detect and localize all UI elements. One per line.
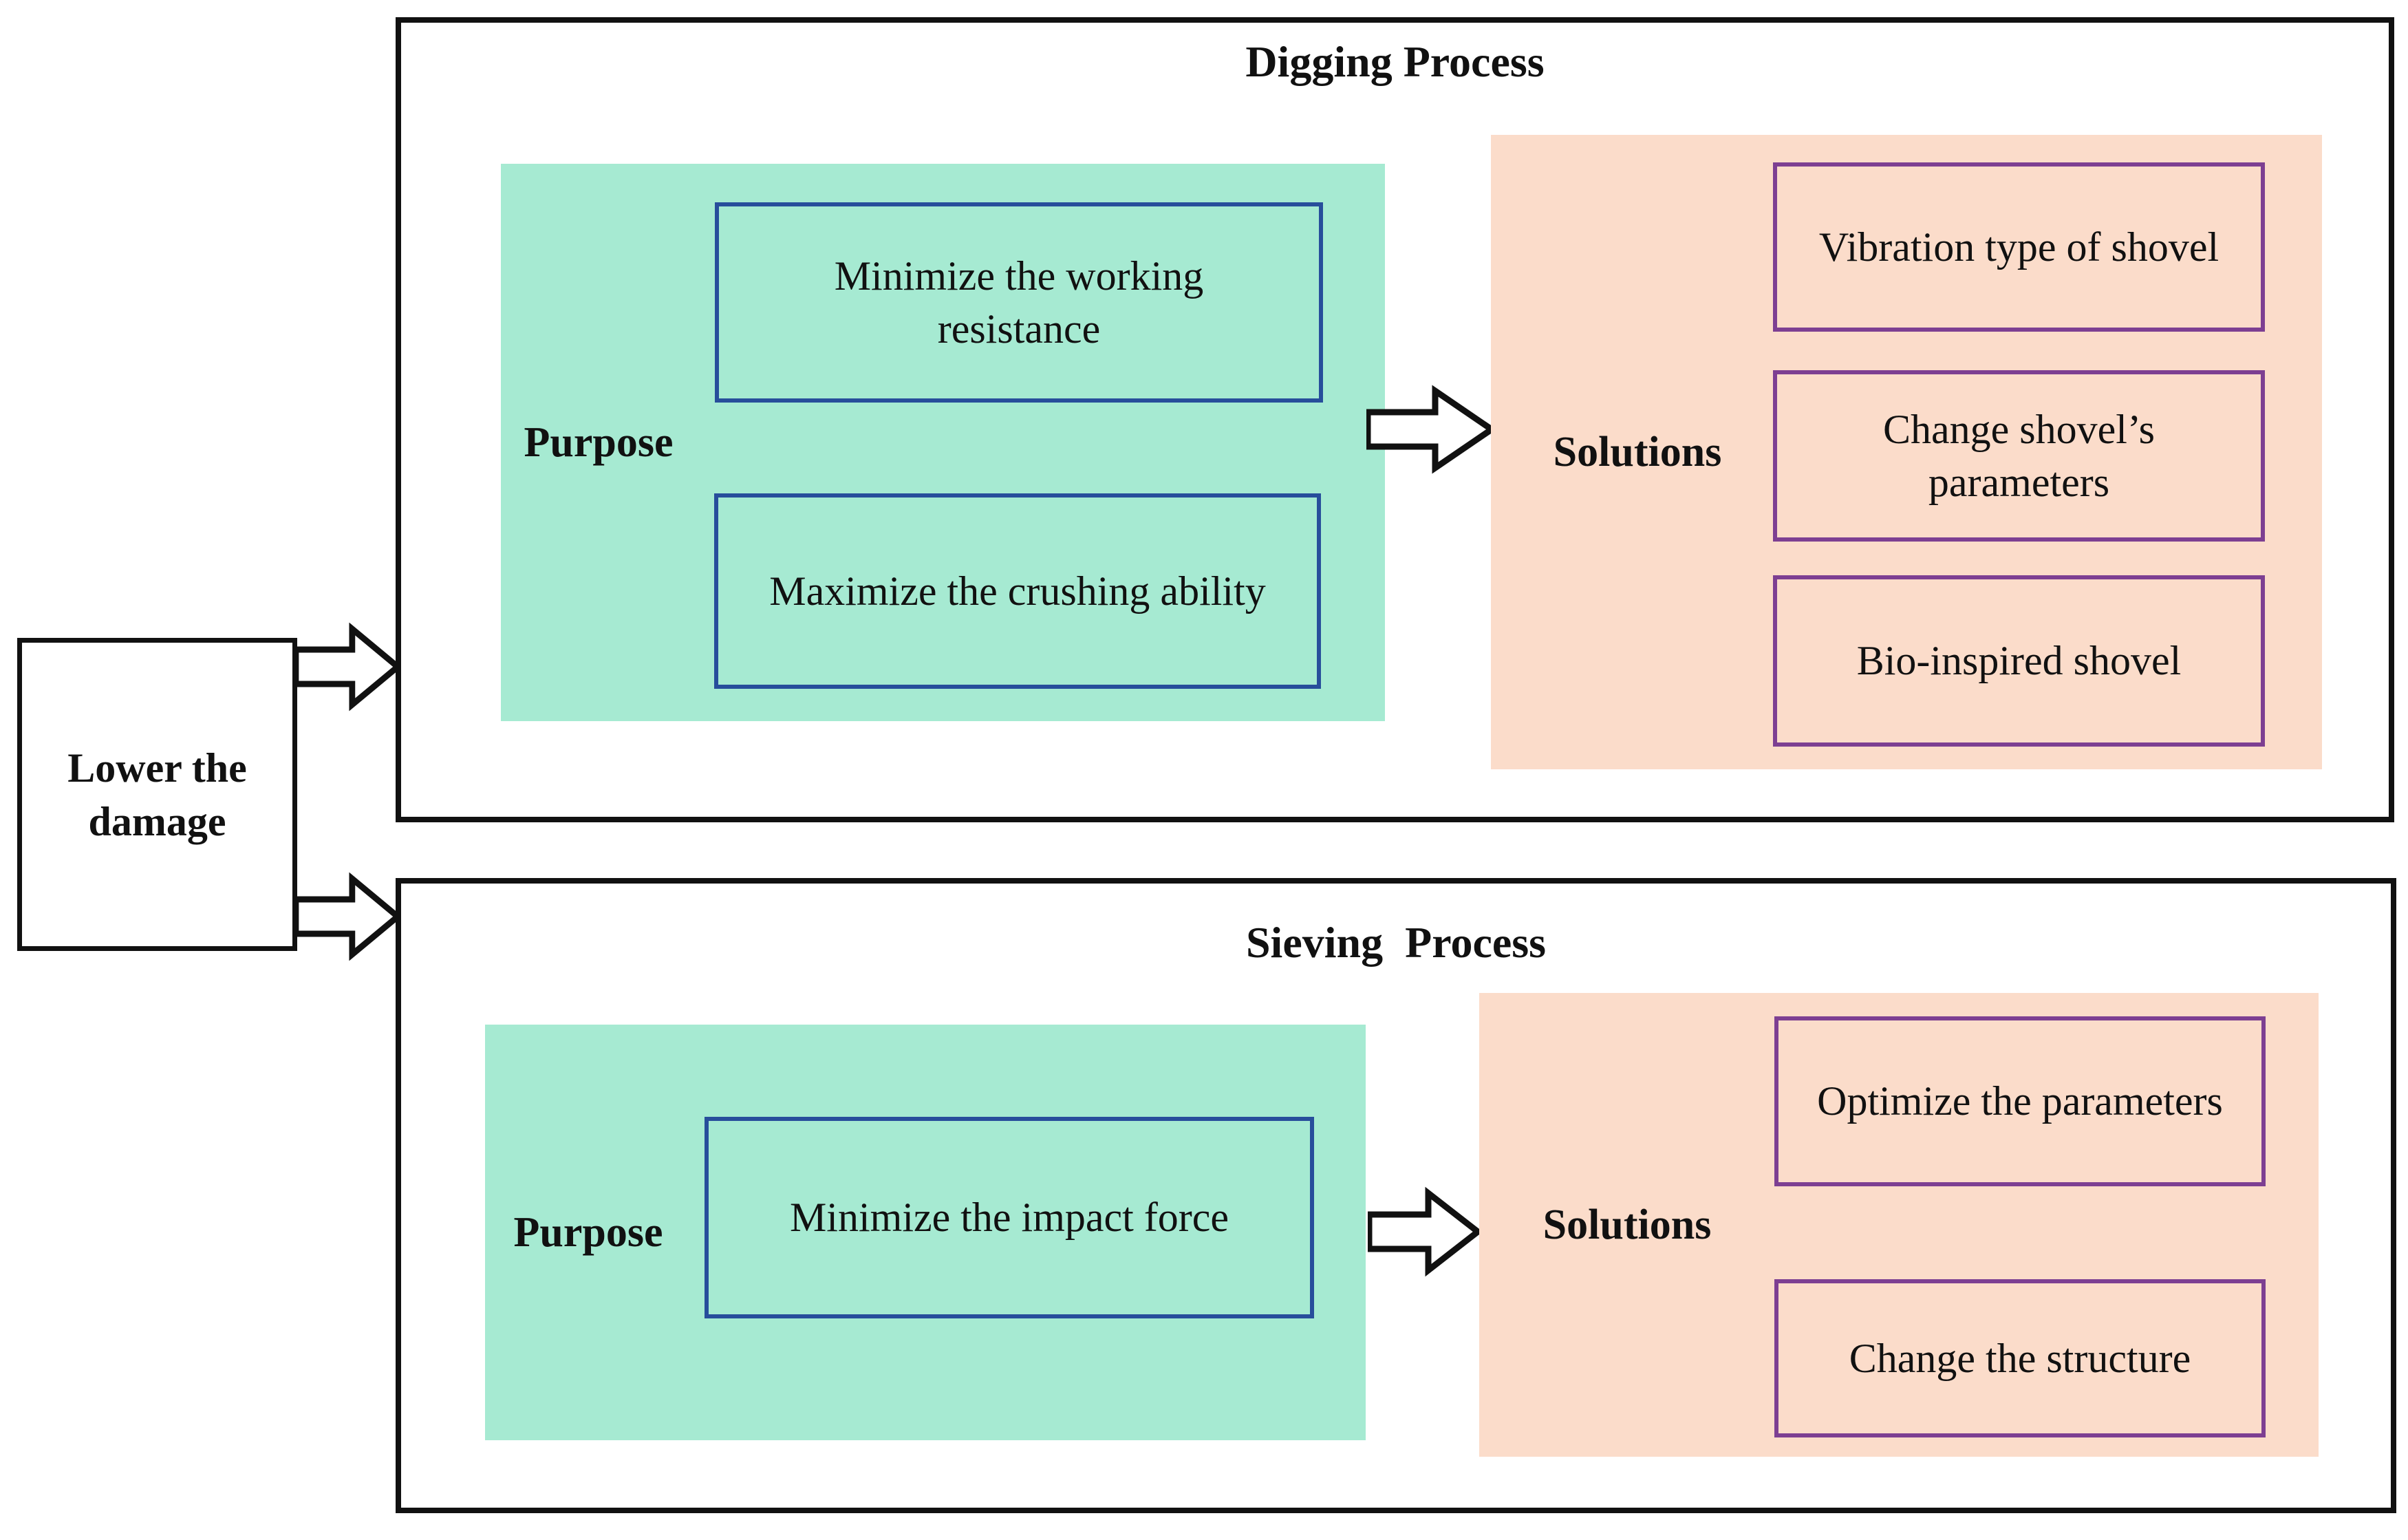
digging-solution-item-3: Bio-inspired shovel [1773,575,2265,747]
digging-process-title: Digging Process [1245,37,1545,86]
digging-solutions-group [1491,135,2322,769]
arrow-lower-to-sieving-icon [294,872,402,961]
digging-solution-item-2-label: Change shovel’s parameters [1883,406,2155,505]
sieving-solution-item-2-label: Change the structure [1849,1335,2191,1381]
digging-purpose-group [501,164,1385,721]
sieving-purpose-label: Purpose [513,1208,663,1256]
sieving-solution-item-2: Change the structure [1774,1279,2266,1437]
sieving-process-title: Sieving Process [1245,918,1547,967]
digging-solution-item-1: Vibration type of shovel [1773,162,2265,332]
sieving-purpose-item-1: Minimize the impact force [705,1117,1314,1318]
digging-purpose-item-2-label: Maximize the crushing ability [769,568,1266,614]
sieving-solution-item-1: Optimize the parameters [1774,1016,2266,1186]
digging-solution-item-2: Change shovel’s parameters [1773,370,2265,542]
digging-solution-item-3-label: Bio-inspired shovel [1856,638,2182,684]
digging-purpose-item-1: Minimize the working resistance [715,202,1323,403]
digging-solution-item-1-label: Vibration type of shovel [1818,224,2219,270]
digging-purpose-item-1-label: Minimize the working resistance [834,253,1204,352]
arrow-digging-purpose-to-solutions-icon [1366,384,1496,475]
digging-purpose-label: Purpose [524,418,674,466]
lower-the-damage-box: Lower the damage [17,638,297,951]
sieving-solution-item-1-label: Optimize the parameters [1817,1078,2223,1124]
digging-solutions-label: Solutions [1553,428,1722,475]
arrow-lower-to-digging-icon [294,622,402,712]
digging-purpose-item-2: Maximize the crushing ability [714,493,1321,689]
sieving-purpose-group [485,1025,1366,1440]
sieving-solutions-group [1479,993,2319,1457]
sieving-solutions-label: Solutions [1542,1201,1712,1248]
lower-the-damage-label: Lower the damage [67,745,247,844]
arrow-sieving-purpose-to-solutions-icon [1368,1186,1482,1277]
sieving-purpose-item-1-label: Minimize the impact force [789,1195,1229,1241]
